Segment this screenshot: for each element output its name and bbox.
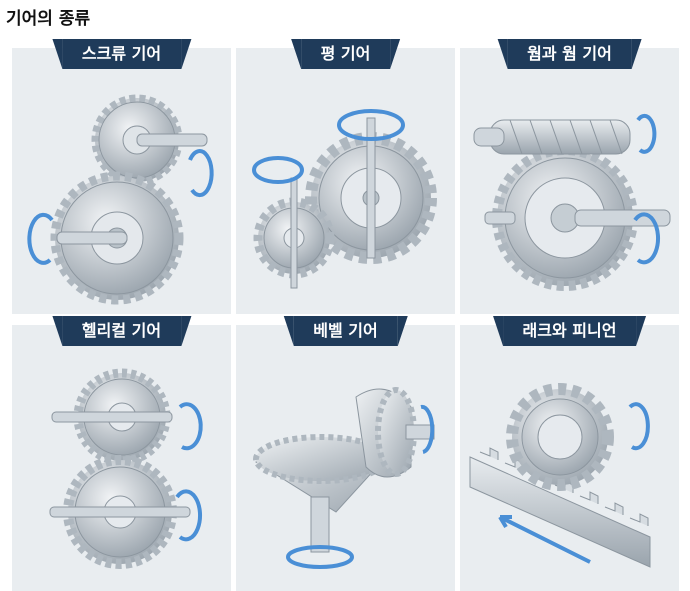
panel-worm-gear: 웜과 웜 기어 (460, 39, 679, 314)
panel-helical-gear: 헬리컬 기어 (12, 316, 231, 591)
spur-gear-icon (252, 109, 437, 289)
panel-screw-gear: 스크류 기어 (12, 39, 231, 314)
panel-bevel-gear: 베벨 기어 (236, 316, 455, 591)
panel-spur-gear: 평 기어 (236, 39, 455, 314)
worm-gear-icon (473, 113, 671, 291)
panel-rack-and-pinion: 래크와 피니언 (460, 316, 679, 591)
panel-label-helical-gear: 헬리컬 기어 (51, 316, 192, 346)
helical-gear-icon (49, 368, 203, 569)
page-title: 기어의 종류 (6, 9, 91, 29)
panel-label-screw-gear: 스크류 기어 (51, 39, 192, 69)
panel-label-spur-gear: 평 기어 (290, 39, 401, 69)
panel-label-rack-and-pinion: 래크와 피니언 (492, 316, 647, 346)
bevel-gear-icon (253, 387, 435, 569)
rack-and-pinion-icon (469, 383, 651, 568)
panel-label-bevel-gear: 베벨 기어 (283, 316, 409, 346)
screw-gear-icon (27, 94, 214, 305)
panel-label-worm-gear: 웜과 웜 기어 (497, 39, 642, 69)
